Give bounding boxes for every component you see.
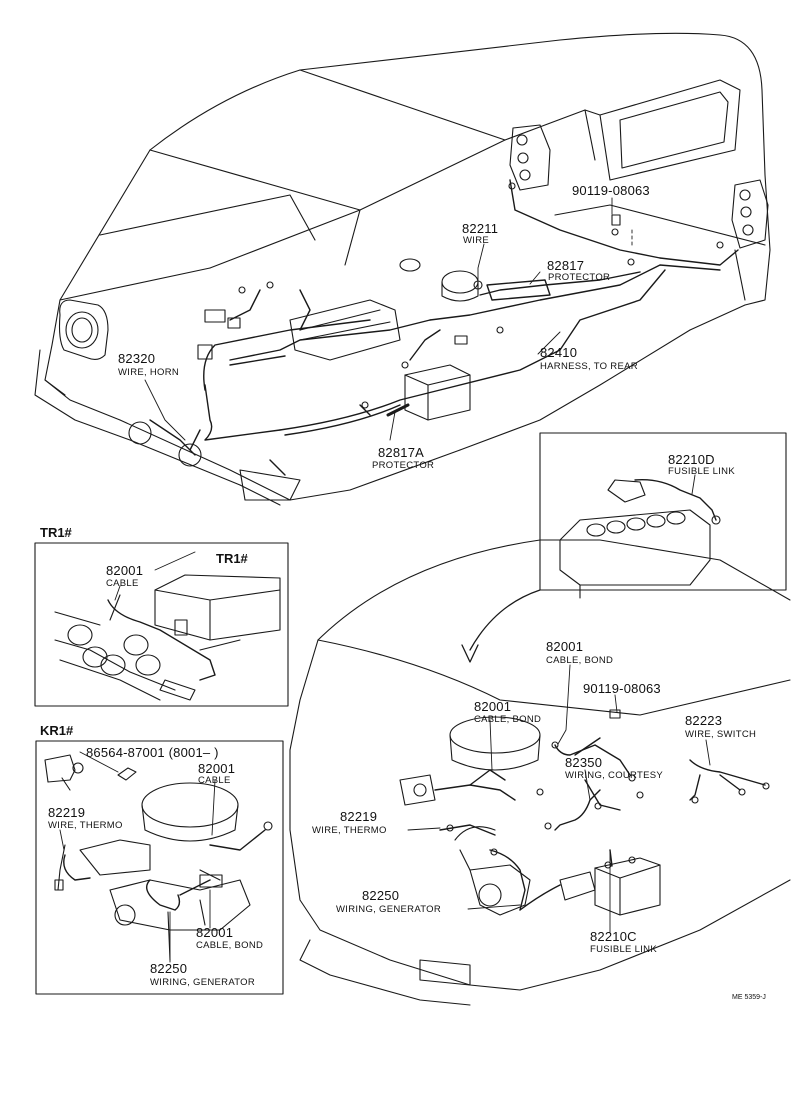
- part-name-82817: PROTECTOR: [548, 272, 611, 283]
- harness-wires-top: [149, 179, 739, 476]
- part-name-82001-bond-right: CABLE, BOND: [546, 655, 614, 666]
- direction-arrowhead: [461, 644, 479, 663]
- part-name-82223: WIRE, SWITCH: [685, 729, 757, 740]
- part-name-82210D: FUSIBLE LINK: [668, 466, 735, 477]
- part-number-82211: 82211: [462, 221, 499, 236]
- part-number-82350: 82350: [565, 755, 603, 770]
- inset-label-tr1: TR1#: [216, 551, 248, 566]
- part-number-82219-kr1: 82219: [48, 805, 86, 820]
- part-number-82001-tr1: 82001: [106, 563, 144, 578]
- inset-header-kr1: KR1#: [40, 723, 74, 738]
- part-number-82817: 82817: [547, 258, 585, 273]
- part-name-82211: WIRE: [463, 235, 490, 246]
- part-number-82219-main: 82219: [340, 809, 378, 824]
- inset-header-tr1: TR1#: [40, 525, 72, 540]
- part-name-82817A: PROTECTOR: [372, 460, 435, 471]
- part-name-82001-tr1: CABLE: [106, 578, 139, 589]
- part-number-82001-bond-center: 82001: [474, 699, 512, 714]
- part-name-82219-kr1: WIRE, THERMO: [48, 820, 123, 831]
- van-body-top: [34, 32, 771, 506]
- direction-arrow: [469, 589, 541, 651]
- harness-connectors-top: [197, 182, 724, 409]
- part-name-82219-main: WIRE, THERMO: [312, 825, 387, 836]
- part-name-82250-main: WIRING, GENERATOR: [336, 904, 442, 915]
- part-number-86564: 86564-87001 (8001– ): [86, 745, 219, 760]
- part-number-82250-main: 82250: [362, 888, 400, 903]
- part-number-82210C: 82210C: [590, 929, 637, 944]
- part-number-82001-kr1: 82001: [198, 761, 236, 776]
- leader-lines: [59, 197, 711, 963]
- drawing-code: ME 5359-J: [732, 994, 766, 1001]
- inset-tr1-box: [34, 542, 289, 707]
- inset-fusible-link-box: [539, 432, 787, 599]
- part-name-82250-kr1: WIRING, GENERATOR: [150, 977, 256, 988]
- part-number-82817A: 82817A: [378, 445, 425, 460]
- part-number-90119-mid: 90119-08063: [583, 681, 661, 696]
- part-number-82001-bond-right: 82001: [546, 639, 584, 654]
- part-name-82410: HARNESS, TO REAR: [540, 361, 638, 372]
- part-number-82410: 82410: [540, 345, 578, 360]
- part-name-82001-kr1: CABLE: [198, 775, 231, 786]
- part-number-82250-kr1: 82250: [150, 961, 188, 976]
- part-number-82320: 82320: [118, 351, 156, 366]
- part-number-82001-kr1-bond: 82001: [196, 925, 234, 940]
- part-number-90119-top: 90119-08063: [572, 183, 650, 198]
- van-body-lower: [289, 539, 791, 1006]
- part-name-82350: WIRING, COURTESY: [565, 770, 664, 781]
- part-name-82210C: FUSIBLE LINK: [590, 944, 657, 955]
- part-name-82320: WIRE, HORN: [118, 367, 180, 378]
- part-number-82223: 82223: [685, 713, 723, 728]
- part-name-82001-bond-center: CABLE, BOND: [474, 714, 542, 725]
- part-number-82210D: 82210D: [668, 452, 715, 467]
- part-name-82001-kr1-bond: CABLE, BOND: [196, 940, 264, 951]
- inset-kr1-box: [35, 740, 284, 995]
- connectors-lower: [446, 709, 770, 856]
